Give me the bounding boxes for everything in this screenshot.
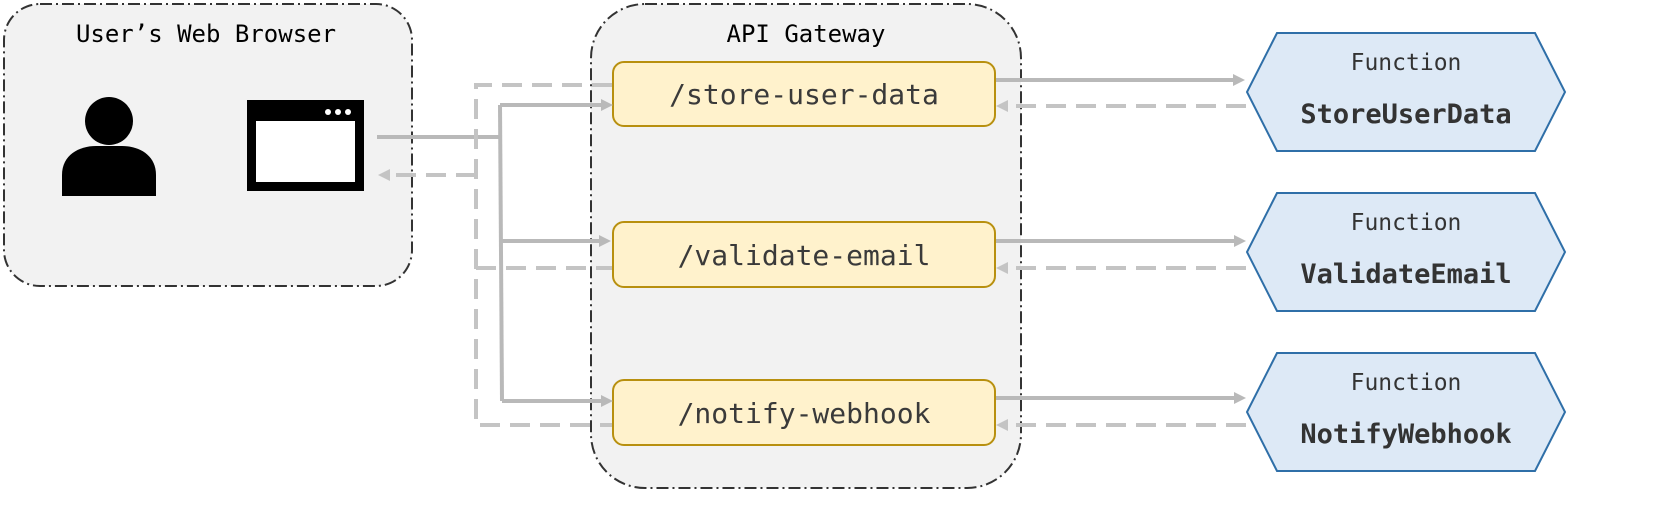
arrowhead: [996, 262, 1008, 274]
arrowhead: [996, 100, 1008, 112]
function-box[interactable]: [1245, 352, 1567, 472]
arrowhead: [599, 235, 611, 247]
response-connectors: [378, 83, 612, 427]
endpoint-label: /store-user-data: [669, 78, 939, 111]
endpoint-box[interactable]: [612, 221, 996, 288]
request-connectors: [377, 99, 613, 407]
function-kind: Function: [1351, 210, 1462, 236]
function-notify-webhook[interactable]: Function NotifyWebhook: [1245, 352, 1567, 472]
endpoint-box[interactable]: [612, 379, 996, 446]
function-box[interactable]: [1245, 32, 1567, 152]
arrowhead: [1233, 74, 1245, 86]
response-bus: [474, 83, 612, 427]
function-name: ValidateEmail: [1300, 259, 1511, 290]
arrowhead: [378, 169, 390, 181]
arrowhead: [996, 419, 1008, 431]
endpoint-label: /notify-webhook: [678, 397, 931, 430]
arrowhead: [1234, 392, 1246, 404]
function-name: StoreUserData: [1300, 99, 1511, 130]
arrowhead: [601, 99, 613, 111]
function-request-connectors: [996, 74, 1246, 404]
function-kind: Function: [1351, 50, 1462, 76]
user-icon: [62, 97, 156, 196]
request-bus: [498, 104, 504, 402]
endpoint-store-user-data[interactable]: /store-user-data: [612, 61, 996, 127]
gateway-group-title: API Gateway: [727, 20, 886, 48]
arrowhead: [601, 395, 613, 407]
function-kind: Function: [1351, 370, 1462, 396]
browser-group-title: User’s Web Browser: [76, 20, 336, 48]
endpoint-validate-email[interactable]: /validate-email: [612, 221, 996, 288]
function-box[interactable]: [1245, 192, 1567, 312]
arrowhead: [1234, 235, 1246, 247]
function-name: NotifyWebhook: [1300, 419, 1511, 450]
endpoint-label: /validate-email: [678, 239, 931, 272]
endpoint-box[interactable]: [612, 61, 996, 127]
browser-window-icon: [247, 100, 364, 191]
function-validate-email[interactable]: Function ValidateEmail: [1245, 192, 1567, 312]
function-response-connectors: [996, 100, 1246, 431]
browser-group-box: [3, 3, 413, 287]
browser-group: User’s Web Browser: [3, 3, 413, 287]
endpoint-notify-webhook[interactable]: /notify-webhook: [612, 379, 996, 446]
function-store-user-data[interactable]: Function StoreUserData: [1245, 32, 1567, 152]
